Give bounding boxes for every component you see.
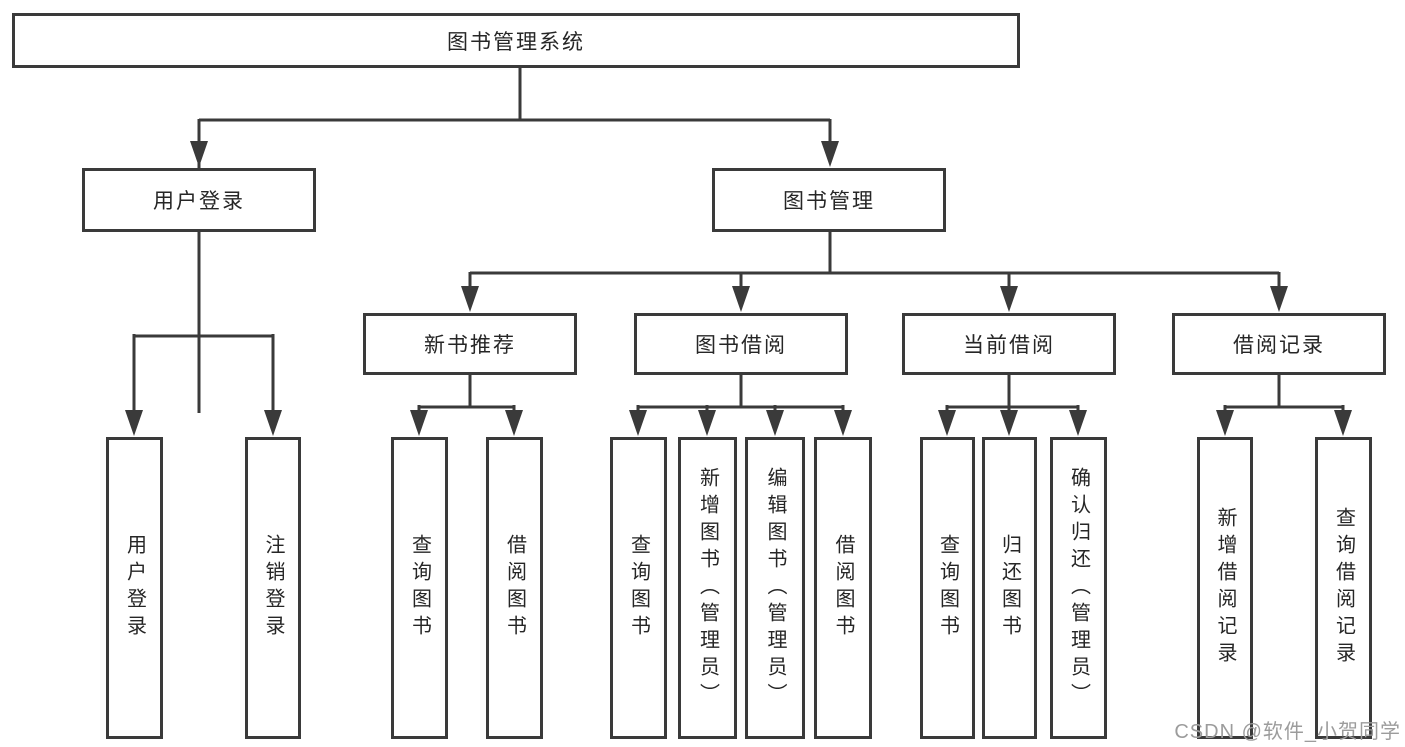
leaf-bb-edit-books-admin-label: 编辑图书（管理员） [764, 466, 786, 710]
leaf-bb-query-books-label: 查询图书 [627, 534, 650, 642]
leaf-br-query-record: 查询借阅记录 [1315, 437, 1372, 739]
node-borrowing-records-label: 借阅记录 [1233, 334, 1325, 357]
leaf-user-login: 用户登录 [106, 437, 163, 739]
leaf-cb-confirm-return-admin-label: 确认归还（管理员） [1067, 466, 1090, 710]
node-book-management: 图书管理 [712, 168, 946, 232]
leaf-cb-query-books: 查询图书 [920, 437, 975, 739]
leaf-cb-query-books-label: 查询图书 [936, 534, 959, 642]
node-root-label: 图书管理系统 [447, 30, 585, 54]
leaf-bb-add-books-admin-label: 新增图书（管理员） [696, 466, 719, 710]
node-new-book-recommend: 新书推荐 [363, 313, 577, 375]
leaf-nbr-borrow-books-label: 借阅图书 [503, 534, 526, 642]
leaf-br-query-record-label: 查询借阅记录 [1332, 507, 1355, 669]
leaf-cb-confirm-return-admin: 确认归还（管理员） [1050, 437, 1107, 739]
leaf-nbr-query-books: 查询图书 [391, 437, 448, 739]
node-user-login: 用户登录 [82, 168, 316, 232]
leaf-br-add-record: 新增借阅记录 [1197, 437, 1253, 739]
node-borrowing-records: 借阅记录 [1172, 313, 1386, 375]
leaf-bb-add-books-admin: 新增图书（管理员） [678, 437, 737, 739]
leaf-nbr-borrow-books: 借阅图书 [486, 437, 543, 739]
leaf-cb-return-books: 归还图书 [982, 437, 1037, 739]
node-current-borrowing: 当前借阅 [902, 313, 1116, 375]
leaf-bb-borrow-books-label: 借阅图书 [832, 534, 854, 642]
node-root-system: 图书管理系统 [12, 13, 1020, 68]
node-user-login-label: 用户登录 [153, 190, 245, 213]
node-book-management-label: 图书管理 [783, 190, 875, 213]
leaf-user-login-label: 用户登录 [123, 534, 146, 642]
node-book-borrowing: 图书借阅 [634, 313, 848, 375]
leaf-nbr-query-books-label: 查询图书 [408, 534, 431, 642]
leaf-logout: 注销登录 [245, 437, 301, 739]
leaf-cb-return-books-label: 归还图书 [998, 534, 1021, 642]
node-current-borrowing-label: 当前借阅 [963, 334, 1055, 357]
node-book-borrowing-label: 图书借阅 [695, 334, 787, 357]
leaf-bb-query-books: 查询图书 [610, 437, 667, 739]
leaf-bb-edit-books-admin: 编辑图书（管理员） [745, 437, 805, 739]
leaf-logout-label: 注销登录 [262, 534, 284, 642]
leaf-bb-borrow-books: 借阅图书 [814, 437, 872, 739]
node-new-book-recommend-label: 新书推荐 [424, 334, 516, 357]
leaf-br-add-record-label: 新增借阅记录 [1214, 507, 1236, 669]
arrow-down-icons [125, 141, 1352, 436]
